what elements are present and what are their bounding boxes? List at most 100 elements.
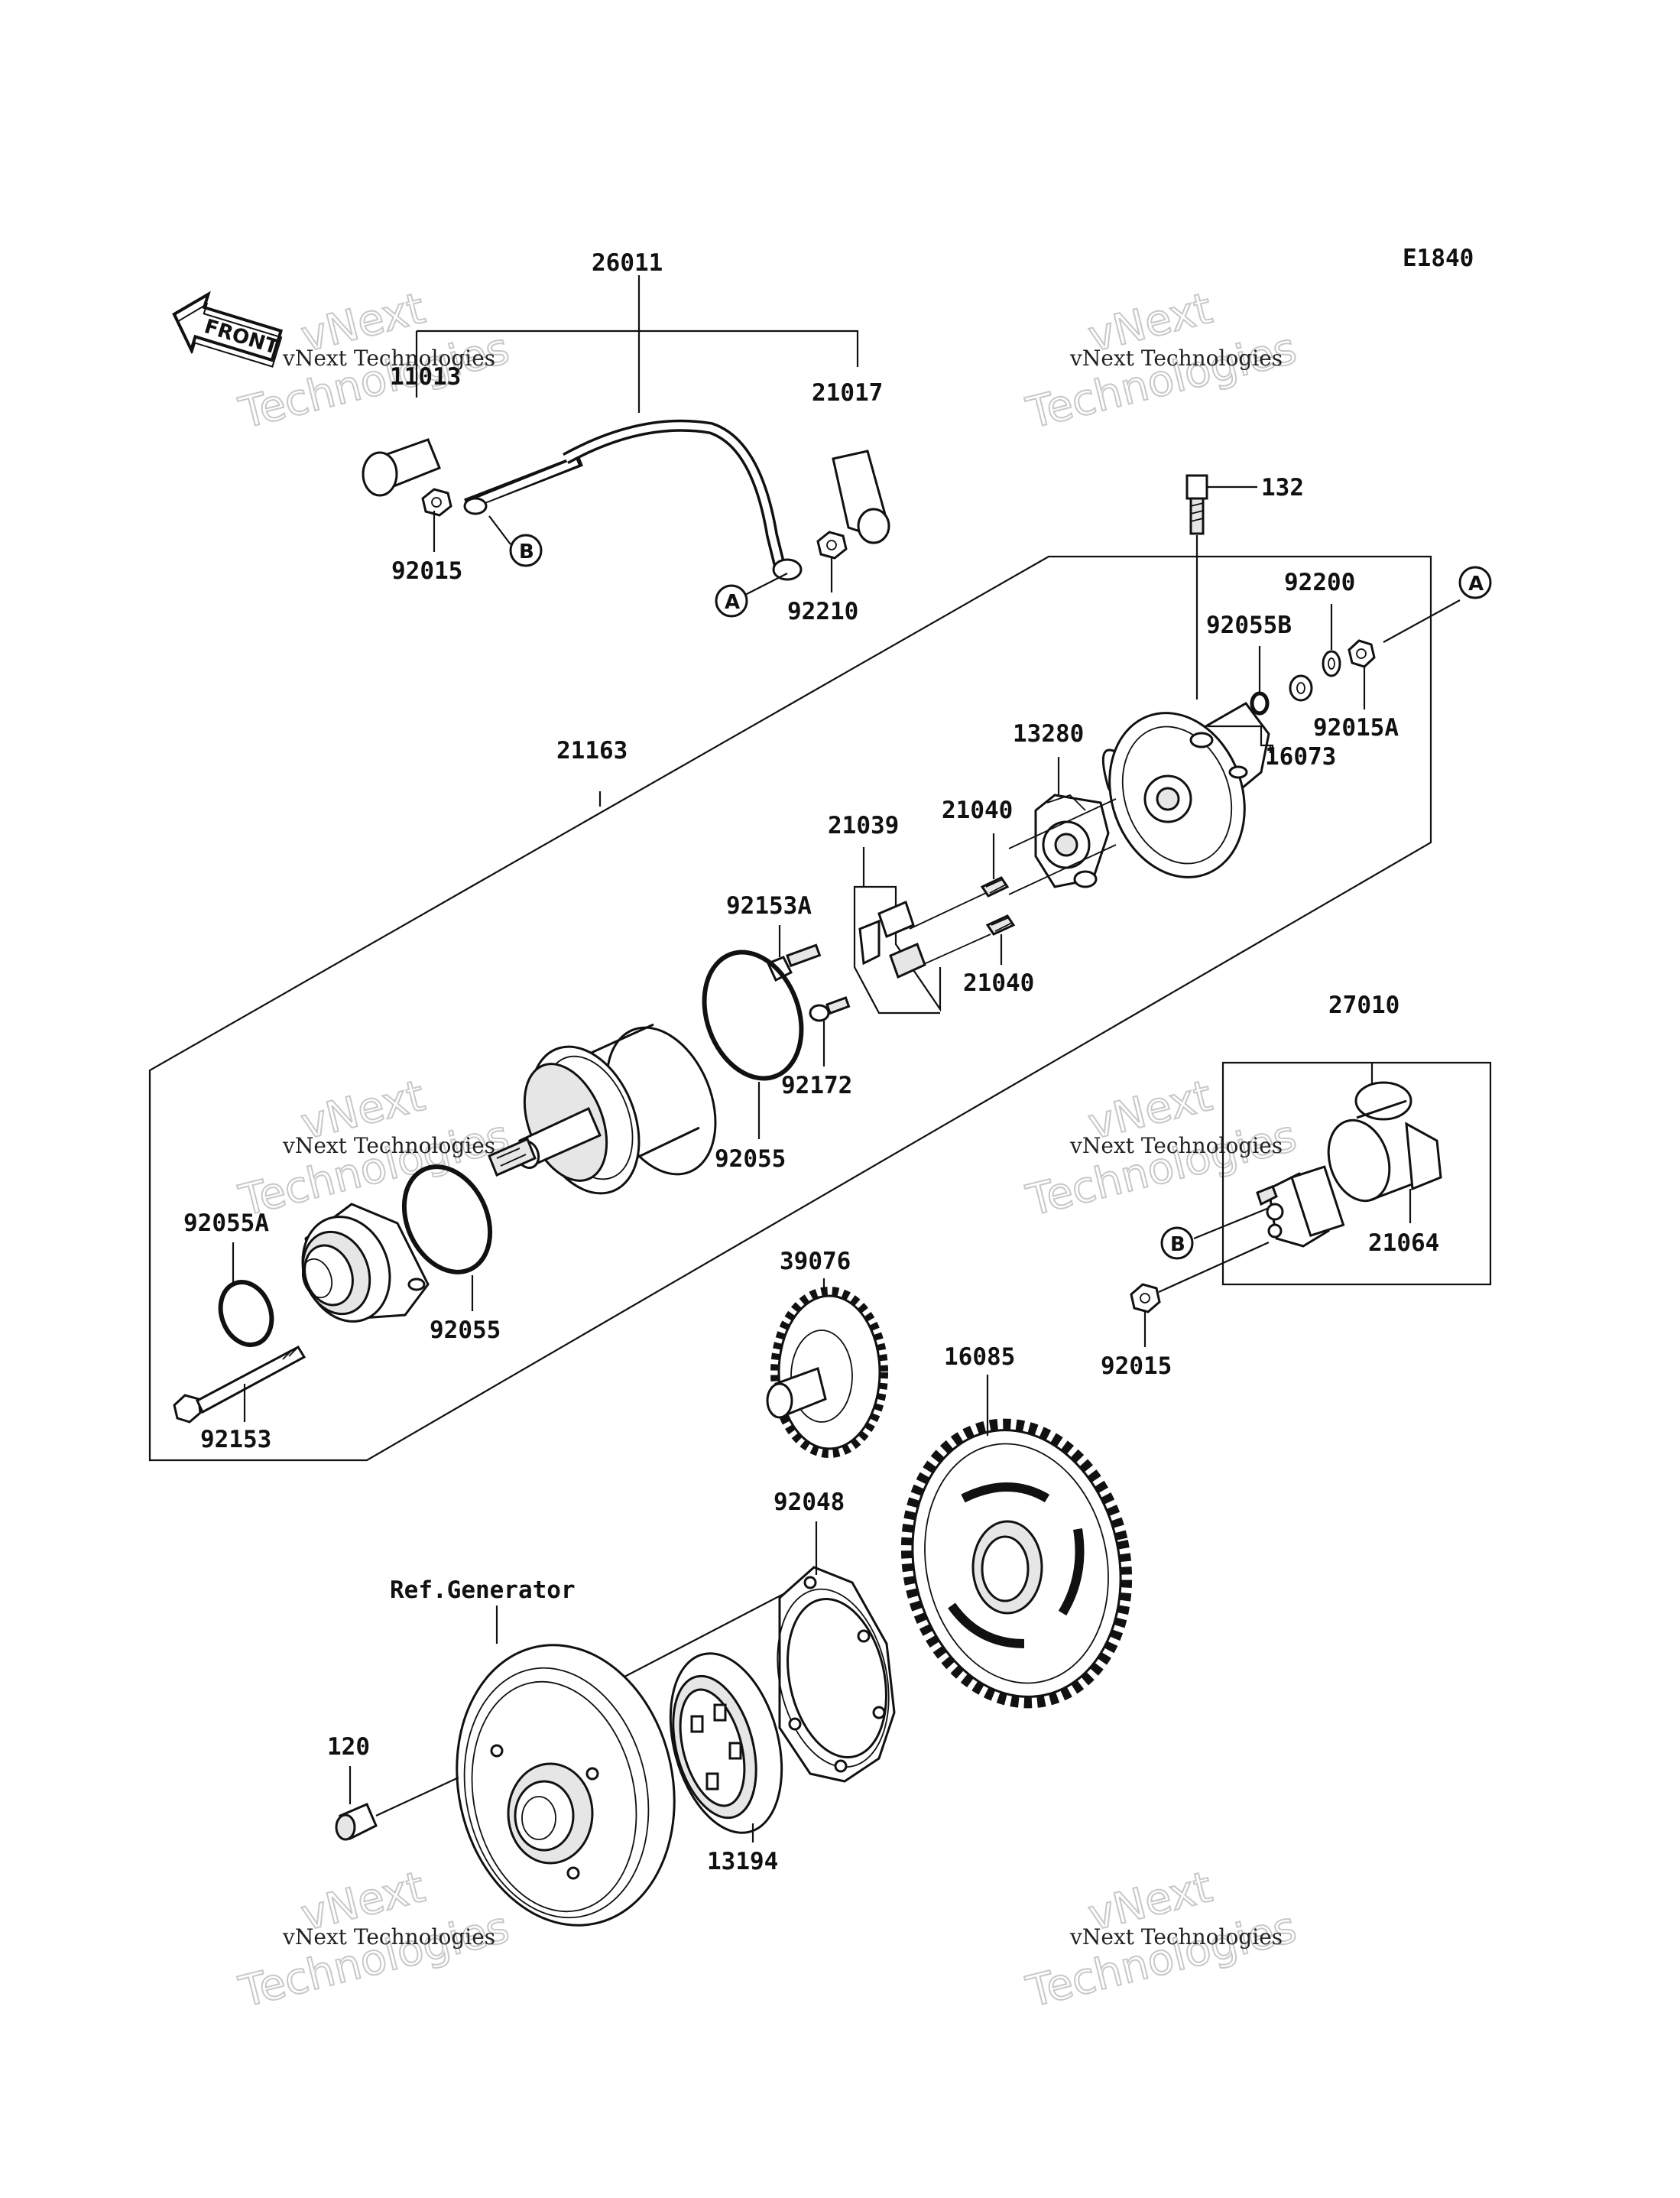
sprag-13194 bbox=[669, 1652, 783, 1834]
washer-92055B bbox=[1250, 691, 1270, 716]
leader-marker-b-solenoid bbox=[1193, 1206, 1270, 1240]
watermark-text: vNext Technologies bbox=[1069, 346, 1283, 371]
label-21040-top: 21040 bbox=[942, 797, 1013, 824]
generator-rotor bbox=[456, 1621, 676, 1927]
bracket-21039-b bbox=[853, 885, 940, 1015]
leader-120-axis bbox=[375, 1777, 459, 1817]
yoke-armature bbox=[488, 1023, 717, 1195]
label-132: 132 bbox=[1261, 474, 1304, 502]
boot-11013 bbox=[362, 438, 441, 497]
nut-92015A bbox=[1348, 639, 1376, 668]
watermark-top-right: vNext Technologies vNext Technologies bbox=[1021, 283, 1302, 440]
marker-b-top bbox=[509, 534, 543, 567]
nut-92210 bbox=[816, 531, 848, 560]
front-cover bbox=[301, 1203, 430, 1323]
label-92015A: 92015A bbox=[1313, 714, 1399, 742]
label-27010: 27010 bbox=[1328, 992, 1399, 1019]
marker-b-solenoid-label: B bbox=[1170, 1233, 1185, 1256]
nut-92015-top bbox=[421, 488, 452, 517]
clutch-92048 bbox=[777, 1566, 896, 1783]
marker-a-cable bbox=[715, 584, 748, 618]
label-39076: 39076 bbox=[780, 1248, 851, 1275]
bracket-26011 bbox=[417, 330, 859, 367]
label-21017: 21017 bbox=[812, 379, 883, 407]
axis-line-1 bbox=[1008, 798, 1117, 849]
idle-gear-39076 bbox=[766, 1287, 888, 1458]
solenoid-cover-21064 bbox=[1327, 1081, 1442, 1203]
screw-92153A bbox=[766, 943, 822, 982]
axis-line-3 bbox=[909, 892, 987, 930]
bolt-120 bbox=[335, 1803, 378, 1841]
screw-92172 bbox=[809, 996, 851, 1022]
watermark-bottom-left: vNext Technologies vNext Technologies bbox=[234, 1862, 515, 2018]
label-13194: 13194 bbox=[707, 1848, 778, 1875]
watermark-text: vNext Technologies bbox=[282, 1924, 495, 1950]
label-92210: 92210 bbox=[787, 598, 858, 625]
starter-gear-16085 bbox=[900, 1418, 1133, 1709]
label-21064: 21064 bbox=[1368, 1229, 1439, 1257]
o-ring-92055-lower bbox=[401, 1164, 493, 1274]
washer-16073 bbox=[1289, 674, 1313, 702]
o-ring-92055A bbox=[218, 1280, 274, 1347]
label-92153A: 92153A bbox=[726, 892, 812, 920]
watermark-text: vNext Technologies bbox=[1069, 1924, 1283, 1950]
bolt-132 bbox=[1185, 474, 1208, 535]
watermark-top-left: vNext Technologies vNext Technologies bbox=[234, 283, 515, 440]
bolt-92153 bbox=[173, 1346, 306, 1424]
label-16085: 16085 bbox=[944, 1343, 1015, 1371]
leader-marker-a-cable bbox=[744, 573, 788, 596]
label-21040-bottom: 21040 bbox=[963, 969, 1034, 997]
box-27010 bbox=[1221, 1061, 1492, 1286]
label-16073: 16073 bbox=[1265, 743, 1336, 771]
o-ring-92055-upper bbox=[702, 950, 804, 1081]
axis-line-2 bbox=[1008, 844, 1117, 895]
axis-line-4 bbox=[916, 933, 991, 968]
watermark-text: vNext Technologies bbox=[1069, 1133, 1283, 1158]
label-120: 120 bbox=[327, 1733, 370, 1761]
brush-21039 bbox=[858, 900, 926, 979]
marker-a-rear bbox=[1458, 566, 1492, 599]
label-92015-bottom: 92015 bbox=[1101, 1352, 1172, 1380]
leader-marker-a-rear bbox=[1383, 599, 1461, 643]
marker-b-top-label: B bbox=[519, 541, 534, 563]
label-92153: 92153 bbox=[200, 1426, 271, 1453]
nut-92015-bottom bbox=[1130, 1283, 1161, 1313]
marker-a-rear-label: A bbox=[1468, 573, 1484, 596]
boot-21017 bbox=[832, 450, 890, 544]
marker-b-solenoid bbox=[1160, 1226, 1194, 1260]
label-92055-lower: 92055 bbox=[430, 1317, 501, 1344]
spring-21040-bottom bbox=[985, 914, 1016, 936]
label-92055A: 92055A bbox=[183, 1209, 269, 1237]
brush-holder-13280 bbox=[1034, 794, 1110, 888]
leader-marker-b-top bbox=[488, 515, 511, 545]
label-21039: 21039 bbox=[828, 812, 899, 839]
watermark-text: vNext Technologies bbox=[282, 1133, 495, 1158]
label-26011: 26011 bbox=[592, 249, 663, 277]
washer-92200 bbox=[1322, 650, 1341, 677]
label-92055B: 92055B bbox=[1206, 612, 1292, 639]
label-92048: 92048 bbox=[774, 1489, 845, 1516]
label-ref-generator: Ref.Generator bbox=[390, 1576, 576, 1604]
front-arrow-icon: FRONT bbox=[172, 291, 284, 368]
bracket-16073 bbox=[1208, 725, 1274, 765]
end-cover bbox=[1101, 702, 1270, 878]
spring-21040-top bbox=[980, 876, 1010, 898]
cable-26011 bbox=[463, 419, 803, 581]
watermark-text: vNext Technologies bbox=[282, 346, 495, 371]
watermark-bottom-right: vNext Technologies vNext Technologies bbox=[1021, 1862, 1302, 2018]
label-92172: 92172 bbox=[781, 1072, 852, 1099]
solenoid-switch bbox=[1256, 1165, 1345, 1248]
marker-a-cable-label: A bbox=[725, 591, 740, 614]
leader-92015-bottom-axis bbox=[1158, 1241, 1270, 1294]
label-13280: 13280 bbox=[1013, 720, 1084, 748]
label-21163: 21163 bbox=[556, 737, 628, 765]
diagram-code: E1840 bbox=[1403, 245, 1474, 272]
label-11013: 11013 bbox=[390, 363, 461, 391]
watermark-mid-left: vNext Technologies vNext Technologies bbox=[234, 1070, 515, 1227]
label-92200: 92200 bbox=[1284, 569, 1355, 596]
label-92015-top: 92015 bbox=[391, 557, 462, 585]
watermark-mid-right: vNext Technologies vNext Technologies bbox=[1021, 1070, 1302, 1227]
label-92055-upper: 92055 bbox=[715, 1145, 786, 1173]
